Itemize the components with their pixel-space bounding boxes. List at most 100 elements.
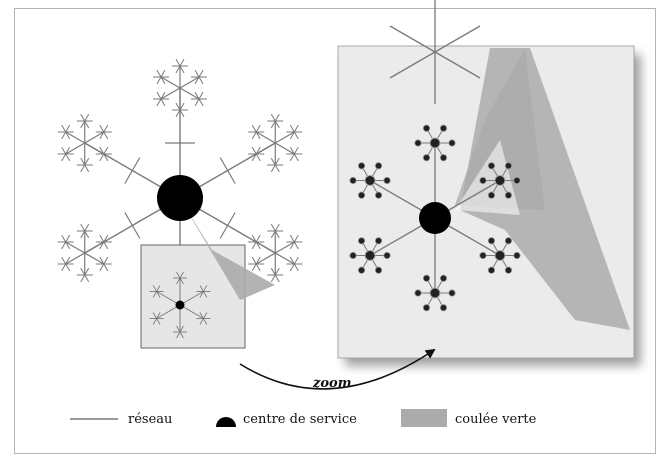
- node: [349, 176, 357, 185]
- network-link: [198, 91, 204, 100]
- network-link: [65, 252, 86, 265]
- network-link: [80, 120, 86, 129]
- node: [479, 251, 487, 260]
- network-link: [80, 274, 86, 283]
- network-link: [293, 124, 299, 133]
- node: [439, 274, 448, 282]
- network-link: [255, 263, 261, 272]
- network-link: [270, 120, 276, 129]
- network-link: [103, 234, 109, 243]
- network-link: [194, 69, 200, 78]
- network-link: [84, 157, 90, 166]
- network-link: [199, 291, 204, 298]
- node: [414, 289, 422, 297]
- network-link: [274, 223, 280, 232]
- green-flow-area: [180, 199, 275, 300]
- network-link: [152, 312, 158, 319]
- network-link: [255, 252, 276, 265]
- node: [374, 191, 383, 199]
- network-link: [84, 267, 90, 276]
- network-link: [65, 142, 86, 155]
- network-link: [274, 230, 280, 239]
- network-link: [293, 153, 299, 162]
- network-link: [80, 157, 86, 166]
- network-link: [274, 164, 280, 173]
- node: [383, 176, 391, 185]
- network-link: [61, 124, 67, 133]
- network-link: [160, 69, 166, 78]
- service-center-inset: [175, 300, 185, 310]
- network-link: [434, 25, 481, 53]
- hub-node: [429, 287, 441, 299]
- hub-node: [364, 175, 376, 186]
- network-link: [389, 51, 436, 79]
- network-link: [179, 277, 184, 285]
- legend-service-center-swatch: [216, 417, 236, 427]
- network-link: [289, 256, 295, 265]
- network-link: [255, 234, 261, 243]
- node: [349, 251, 357, 260]
- network-link: [389, 25, 436, 53]
- network-link: [289, 146, 295, 155]
- node: [374, 237, 383, 245]
- network-link: [255, 241, 261, 250]
- network-link: [274, 120, 280, 129]
- network-link: [84, 131, 105, 144]
- network-link: [175, 65, 181, 74]
- legend-green-flow-label: coulée verte: [455, 412, 537, 427]
- network-link: [99, 234, 105, 243]
- network-link: [160, 91, 166, 100]
- network-link: [289, 263, 295, 272]
- network-link: [156, 98, 162, 107]
- network-link: [152, 285, 158, 292]
- hub-node: [494, 250, 506, 261]
- network-link: [99, 131, 105, 140]
- legend-network-label: réseau: [128, 412, 172, 427]
- network-link: [251, 234, 257, 243]
- network-link: [198, 76, 204, 85]
- network-link: [251, 124, 257, 133]
- network-link: [293, 131, 299, 140]
- network-link: [103, 131, 109, 140]
- zoom-label: zoom: [312, 376, 351, 391]
- network-link: [251, 263, 257, 272]
- network-link: [293, 256, 299, 265]
- network-link: [202, 291, 208, 298]
- network-link: [156, 69, 162, 78]
- network-link: [255, 256, 261, 265]
- network-link: [274, 274, 280, 283]
- network-link: [80, 267, 86, 276]
- network-link: [124, 212, 141, 239]
- network-link: [80, 164, 86, 173]
- legend: réseau centre de service coulée verte: [70, 409, 537, 427]
- network-link: [84, 120, 90, 129]
- network-link: [65, 256, 71, 265]
- node: [504, 237, 513, 245]
- network-link: [274, 113, 280, 122]
- network-link: [179, 58, 185, 67]
- network-link: [194, 76, 200, 85]
- network-link: [251, 146, 257, 155]
- network-link: [179, 271, 184, 279]
- network-link: [293, 146, 299, 155]
- network-link: [179, 65, 185, 74]
- network-link: [274, 142, 295, 155]
- network-link: [198, 69, 204, 78]
- node: [357, 191, 366, 199]
- network-link: [65, 146, 71, 155]
- node: [448, 139, 456, 147]
- network-link: [156, 312, 161, 319]
- network-link: [434, 51, 481, 79]
- network-link: [80, 113, 86, 122]
- network-link: [175, 109, 181, 118]
- service-center-main: [157, 175, 203, 221]
- network-link: [61, 153, 67, 162]
- hub-node: [429, 137, 441, 149]
- network-link: [293, 241, 299, 250]
- node: [487, 237, 496, 245]
- network-link: [99, 241, 105, 250]
- network-link: [65, 131, 86, 144]
- network-link: [156, 285, 161, 292]
- node: [504, 266, 513, 274]
